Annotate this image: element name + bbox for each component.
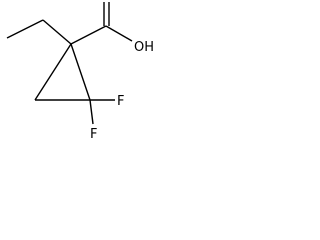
ethyl-ch3-ch2-bond [6, 19, 44, 39]
hydroxyl-label: OH [134, 40, 154, 55]
ring-c1-c2-bond [70, 43, 91, 101]
c2-f2-bond [89, 99, 94, 125]
carboxyl-c-oh-bond [105, 25, 133, 42]
ethyl-ch2-c1-bond [42, 19, 72, 45]
fluorine-label-right: F [117, 94, 124, 109]
ring-c1-c3-bond [34, 43, 72, 101]
molecule-diagram: OH F F [0, 0, 160, 146]
fluorine-label-bottom: F [90, 127, 97, 142]
skeletal-structure: OH F F [6, 2, 154, 142]
c1-carboxyl-carbon-bond [70, 25, 107, 45]
